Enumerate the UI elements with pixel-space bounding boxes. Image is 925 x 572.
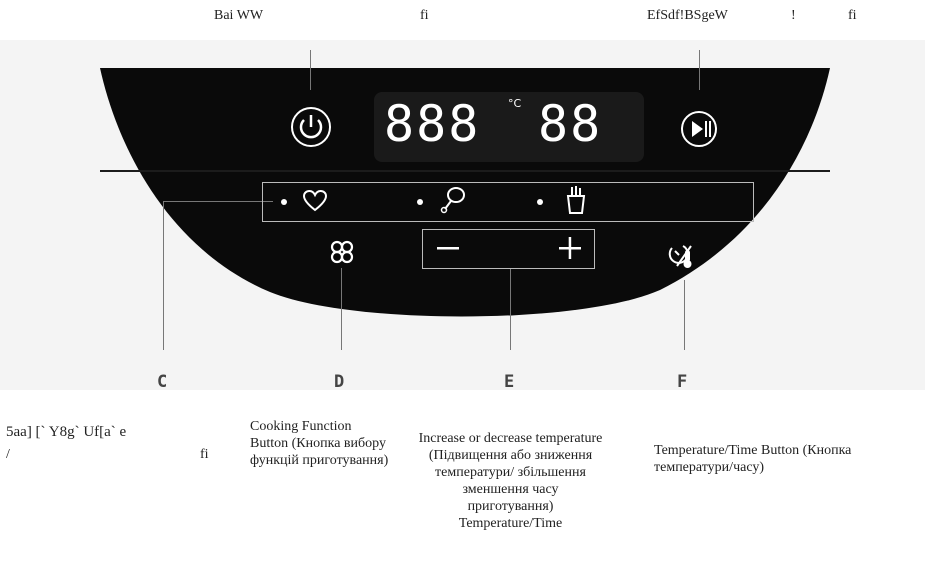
preset-heart[interactable] [302, 189, 328, 218]
description-c-mark: / [6, 447, 10, 462]
heart-icon [302, 189, 328, 212]
display-window [374, 92, 644, 162]
play-pause-icon [681, 111, 717, 147]
description-f: Temperature/Time Button (Кнопка температ… [654, 443, 852, 475]
description-e: Increase or decrease temperature (Підвищ… [418, 431, 603, 531]
celsius-unit: °C [508, 97, 522, 110]
callout-f: F [677, 372, 688, 392]
increase-button[interactable] [558, 236, 582, 265]
preset-drumstick[interactable] [440, 186, 466, 219]
callout-d: D [334, 372, 345, 392]
minus-icon [437, 247, 459, 250]
play-pause-label-mark: ! [791, 8, 796, 23]
time-readout: 88 [538, 95, 603, 153]
control-panel [0, 40, 925, 390]
description-d: Cooking Function Button (Кнопка вибору ф… [250, 419, 389, 468]
cooking-function-button[interactable] [330, 240, 354, 269]
timer-thermometer-icon [668, 245, 692, 268]
description-c-suffix: fi [200, 447, 209, 462]
panel-body [100, 68, 830, 317]
play-pause-button[interactable] [680, 110, 718, 148]
play-pause-label: EfSdf!BSgeW [647, 8, 728, 23]
preset-strip [262, 182, 754, 222]
plus-icon [559, 237, 581, 259]
decrease-button[interactable] [436, 236, 460, 265]
fries-icon [566, 186, 586, 214]
power-button[interactable] [290, 106, 332, 148]
callout-e: E [504, 372, 515, 392]
adjust-strip [422, 229, 595, 269]
callout-c: C [157, 372, 168, 392]
description-c: 5aa] [` Y8g` Uf[a` e [6, 424, 127, 440]
indicator-light [417, 199, 423, 205]
drumstick-icon [440, 187, 465, 214]
indicator-light [537, 199, 543, 205]
temperature-time-button[interactable] [667, 240, 697, 275]
power-label-suffix: fi [420, 8, 429, 23]
preset-fries[interactable] [565, 185, 587, 220]
indicator-light [281, 199, 287, 205]
play-pause-label-suffix: fi [848, 8, 857, 23]
power-label: Bai WW [214, 8, 264, 23]
power-icon [291, 107, 331, 147]
temperature-readout: 888 [384, 95, 481, 153]
four-petal-icon [330, 240, 354, 264]
